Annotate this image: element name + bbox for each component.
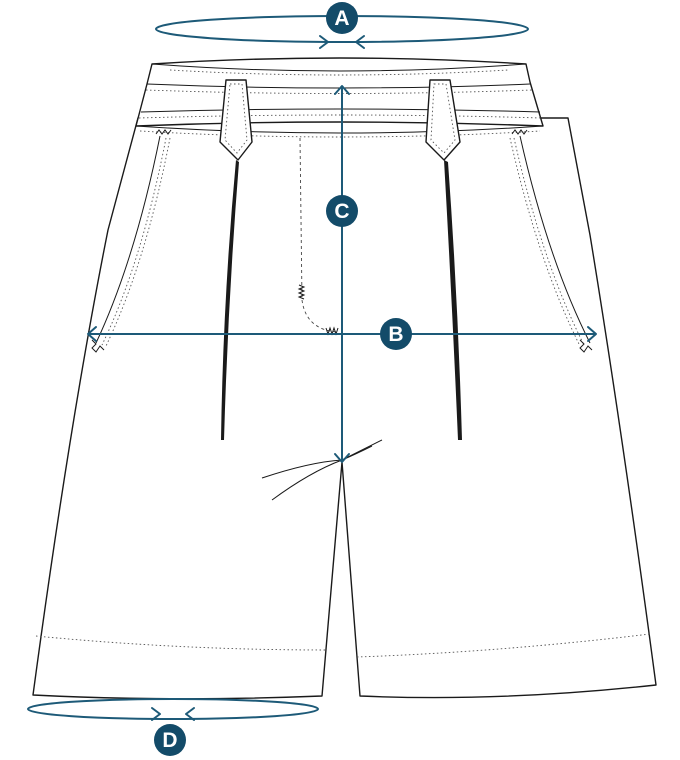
shorts-body <box>32 117 657 700</box>
leg-opening-ellipse <box>27 698 319 720</box>
fly-stitch <box>299 137 339 333</box>
measurement-a-arrow-left <box>319 35 329 49</box>
measurement-b-arrow-right <box>587 326 597 342</box>
badge-d-label: D <box>162 729 177 752</box>
right-hem-stitch <box>356 633 651 658</box>
measurement-c-arrow-bottom <box>334 453 350 463</box>
measurement-b-arrow-left <box>87 326 97 342</box>
left-pocket-edge <box>95 135 161 344</box>
badge-c-label: C <box>334 200 349 223</box>
waistband-lower-stitch <box>139 130 541 138</box>
badge-a-label: A <box>334 7 349 30</box>
waistband <box>135 57 544 127</box>
waistband-lower-seam <box>135 125 544 134</box>
right-belt-loop <box>425 79 461 161</box>
waistband-band-stitch-2 <box>138 114 542 119</box>
badge-d: D <box>154 724 186 756</box>
waistband-top-stitch <box>169 69 509 76</box>
right-pocket-edge <box>519 135 591 344</box>
badge-b-label: B <box>388 323 403 346</box>
left-pleat <box>221 160 239 440</box>
measurement-d-arrow-right <box>185 707 195 721</box>
right-pocket-stitch-2 <box>509 137 581 347</box>
left-hem-stitch <box>35 635 327 651</box>
measurement-c <box>334 85 350 463</box>
badge-a: A <box>326 2 358 34</box>
measurement-c-arrow-top <box>334 85 350 95</box>
left-pocket-bartack-bottom <box>91 339 105 353</box>
measurement-d-arrow-left <box>151 707 161 721</box>
badge-c: C <box>326 195 358 227</box>
right-pocket-bartack-top <box>511 129 528 135</box>
left-pocket-bartack-top <box>155 129 172 135</box>
shorts-drawing <box>32 57 657 700</box>
crotch-fold-line-2 <box>271 459 343 501</box>
badge-b: B <box>380 318 412 350</box>
left-pocket-stitch-2 <box>105 137 171 347</box>
fly-bartack <box>297 284 306 300</box>
left-pocket-stitch-1 <box>101 137 167 346</box>
measurement-d <box>27 698 319 721</box>
waistband-top-edge <box>151 63 527 72</box>
right-pocket-bartack-bottom <box>579 339 593 353</box>
measurement-a-arrow-right <box>355 35 365 49</box>
left-belt-loop <box>219 79 253 161</box>
right-pleat <box>444 160 462 440</box>
waistband-band-2 <box>140 108 541 113</box>
